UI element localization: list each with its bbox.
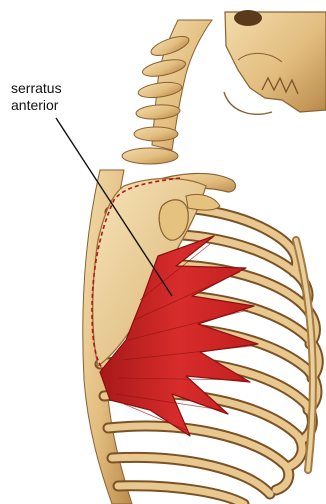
- serratus-anterior-label: serratus anterior: [11, 80, 62, 114]
- label-line-2: anterior: [11, 97, 62, 114]
- skull: [224, 10, 326, 114]
- cervical-spine: [122, 20, 212, 164]
- label-line-1: serratus: [11, 80, 62, 97]
